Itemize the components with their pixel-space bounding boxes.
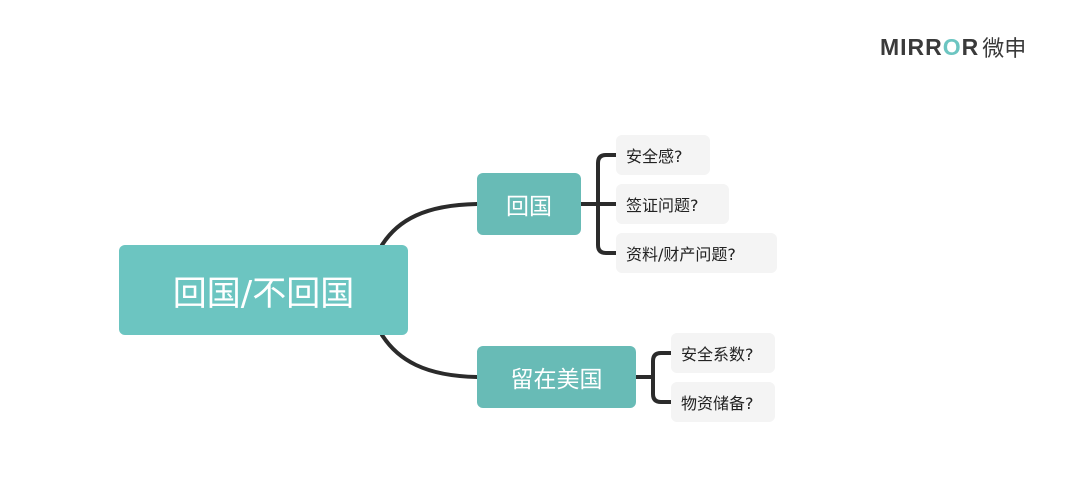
connector-branch-2-bracket <box>651 351 673 404</box>
branch-node-return: 回国 <box>477 173 581 235</box>
leaf-node: 安全感? <box>616 135 710 175</box>
leaf-node: 安全系数? <box>671 333 775 373</box>
root-node: 回国/不回国 <box>119 245 408 335</box>
brand-chinese-name: 微申 <box>982 37 1027 62</box>
leaf-node: 资料/财产问题? <box>616 233 777 273</box>
leaf-node: 签证问题? <box>616 184 729 224</box>
brand-logo: MIRROR 微申 <box>880 32 1027 63</box>
connector-root-to-branch-1 <box>380 202 479 247</box>
brand-wordmark: MIRROR <box>880 33 980 60</box>
branch-node-stay: 留在美国 <box>477 346 636 408</box>
leaf-node: 物资储备? <box>671 382 775 422</box>
connector-root-to-branch-2 <box>380 333 479 379</box>
